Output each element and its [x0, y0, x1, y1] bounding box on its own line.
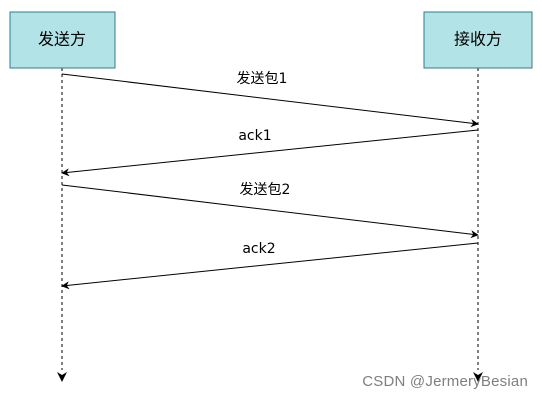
message-arrow	[61, 73, 479, 128]
sender-box: 发送方	[9, 11, 116, 69]
message-label: 发送包1	[237, 71, 288, 87]
message-arrow	[61, 129, 479, 177]
message-send-1: 发送包1	[61, 71, 479, 128]
watermark-text: CSDN @JermeryBesian	[362, 373, 528, 390]
message-ack-1: ack1	[61, 128, 479, 177]
message-label: ack2	[242, 241, 275, 257]
message-arrow	[61, 242, 479, 290]
receiver-label: 接收方	[454, 30, 502, 49]
message-send-2: 发送包2	[61, 182, 479, 239]
message-label: 发送包2	[240, 182, 291, 198]
receiver-lifeline-arrow	[473, 372, 483, 382]
message-label: ack1	[238, 128, 271, 144]
sender-lifeline-arrow	[57, 372, 67, 382]
receiver-box: 接收方	[423, 11, 533, 69]
message-arrow	[61, 184, 479, 239]
message-ack-2: ack2	[61, 241, 479, 290]
sender-label: 发送方	[38, 30, 86, 49]
